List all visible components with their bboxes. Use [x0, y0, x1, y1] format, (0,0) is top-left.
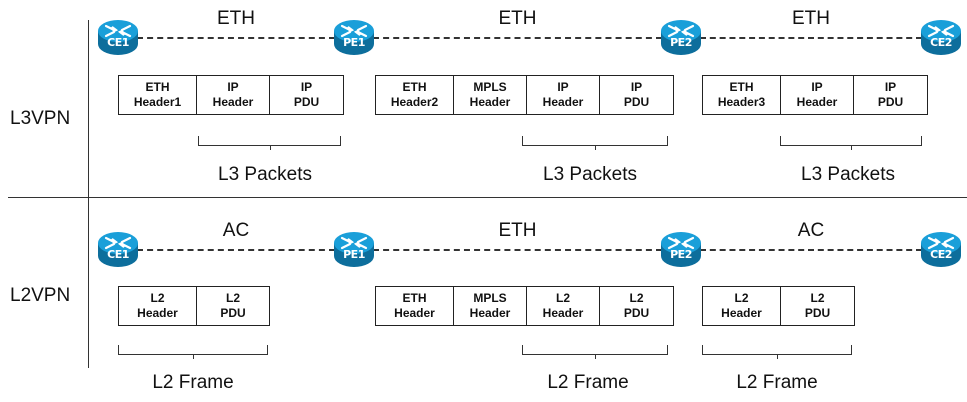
l3-link-label-1: ETH: [217, 8, 255, 29]
l3-caption-2: L3 Packets: [543, 164, 637, 185]
l3-link-line-3: [700, 37, 922, 39]
l2-brace-2: [522, 345, 668, 359]
router-icon: [334, 232, 374, 267]
router-icon: [98, 232, 138, 267]
l3-brace-1: [198, 136, 341, 150]
l3-link-label-2: ETH: [498, 8, 537, 29]
l3-link-label-3: ETH: [792, 8, 830, 29]
l3-caption-3: L3 Packets: [801, 164, 895, 185]
router-name: CE2: [930, 248, 952, 261]
l2-router-pe1: PE1: [333, 229, 375, 269]
row-label-l2vpn: L2VPN: [10, 285, 71, 306]
router-name: PE1: [343, 248, 365, 261]
l3-brace-3: [780, 136, 922, 150]
router-name: PE2: [670, 36, 692, 49]
l2-router-ce2: CE2: [920, 229, 962, 269]
router-name: CE1: [107, 248, 129, 261]
l3-router-pe2: PE2: [660, 17, 702, 57]
router-icon: [921, 232, 961, 267]
l2-link-label-2: ETH: [498, 220, 537, 241]
router-icon: [921, 20, 961, 55]
l2-router-ce1: CE1: [97, 229, 139, 269]
router-icon: [334, 20, 374, 55]
horizontal-divider: [8, 197, 967, 198]
vertical-divider: [88, 20, 89, 368]
l2-router-pe2: PE2: [660, 229, 702, 269]
l2-link-label-3: AC: [797, 220, 825, 241]
l3-caption-1: L3 Packets: [218, 164, 312, 185]
router-name: CE2: [930, 36, 952, 49]
l3-brace-2: [522, 136, 668, 150]
router-icon: [661, 232, 701, 267]
l2-link-line-3: [700, 249, 922, 251]
l3-link-line-2: [373, 37, 662, 39]
l3-link-line-1: [137, 37, 335, 39]
row-label-l3vpn: L3VPN: [10, 108, 71, 129]
router-icon: [98, 20, 138, 55]
l2-caption-3: L2 Frame: [736, 372, 818, 393]
router-name: CE1: [107, 36, 129, 49]
router-icon: [661, 20, 701, 55]
l2-link-line-1: [137, 249, 335, 251]
l2-link-label-1: AC: [222, 220, 250, 241]
l3-router-pe1: PE1: [333, 17, 375, 57]
l2-brace-1: [118, 345, 268, 359]
l3-router-ce1: CE1: [97, 17, 139, 57]
l2-link-line-2: [373, 249, 662, 251]
l3-router-ce2: CE2: [920, 17, 962, 57]
router-name: PE2: [670, 248, 692, 261]
l2-caption-1: L2 Frame: [152, 372, 234, 393]
l2-brace-3: [702, 345, 852, 359]
router-name: PE1: [343, 36, 365, 49]
l2-caption-2: L2 Frame: [547, 372, 629, 393]
